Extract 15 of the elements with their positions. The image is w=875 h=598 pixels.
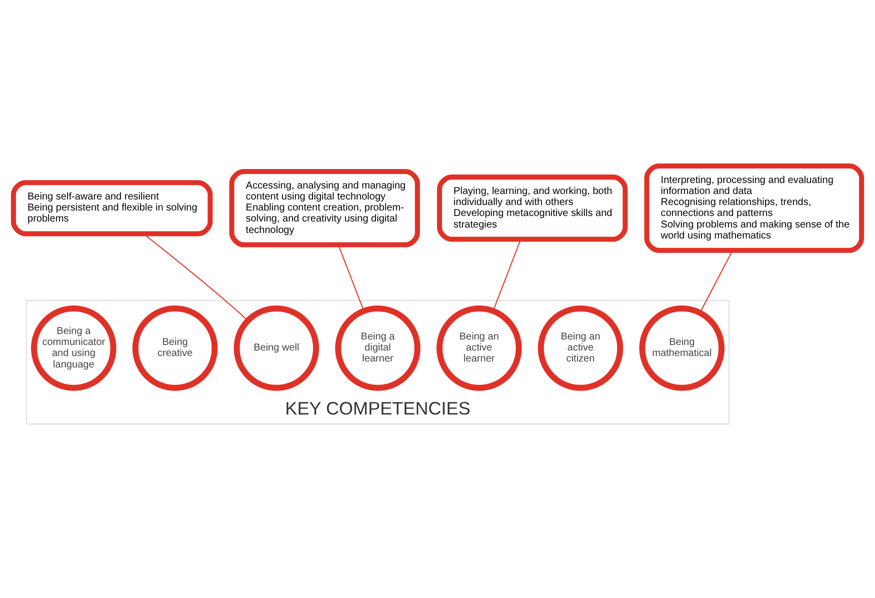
node-circle: Being a digital learner xyxy=(335,306,420,391)
node-box: Being self-aware and resilient Being persistent and flexible in solving problems xyxy=(10,180,213,236)
node-box: Accessing, analysing and managing content using digital technology Enabling content creation, problem-solving, and creativity using digital technology xyxy=(229,169,420,248)
connector xyxy=(492,239,522,311)
node-circle: Being well xyxy=(234,306,320,391)
node-circle: Being creative xyxy=(132,306,218,391)
node-circle: Being an active learner xyxy=(436,306,522,391)
connector xyxy=(699,250,733,313)
connector xyxy=(143,233,248,321)
node-circle: Being an active citizen xyxy=(538,306,624,391)
node-box: Playing, learning, and working, both individually and with others Developing metacognitive skills and strategies xyxy=(437,174,628,242)
node-box: Interpreting, processing and evaluating information and data Recognising relationships, trends, connections and patterns Solving problems and making sense of the world using mathematics xyxy=(644,164,864,253)
node-circle: Being a communicator and using language xyxy=(31,306,116,391)
node-circle: Being mathematical xyxy=(639,306,725,391)
connector xyxy=(338,244,364,312)
